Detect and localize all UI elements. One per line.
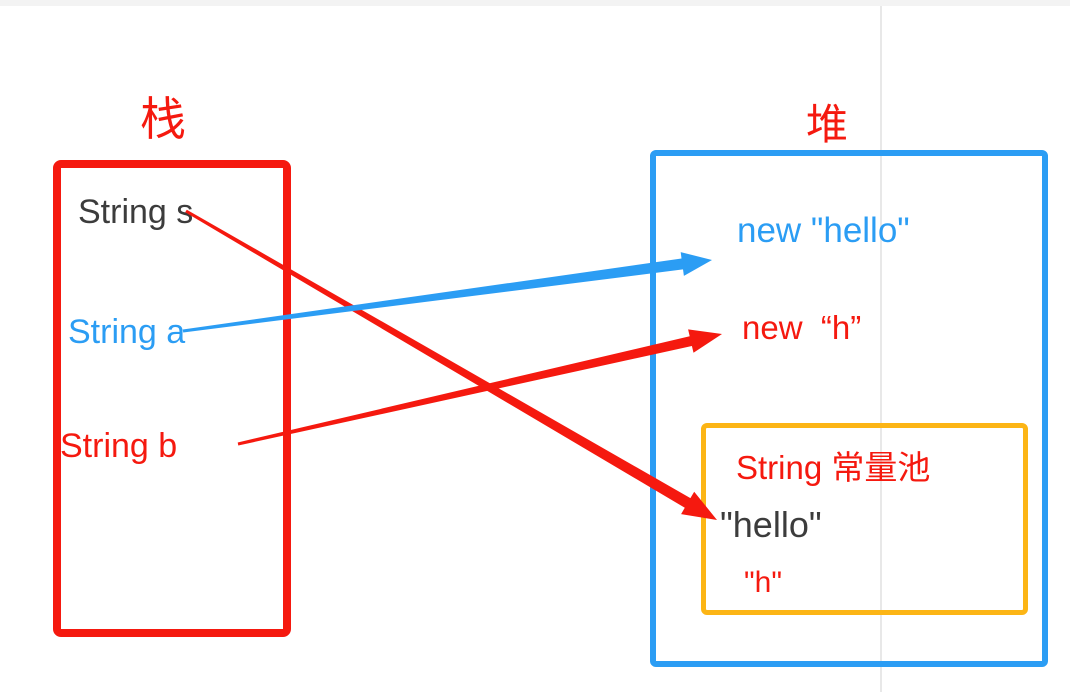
stack-title: 栈 — [140, 93, 186, 145]
heap-object-new-h: new “h” — [742, 309, 862, 346]
pool-literal-hello: "hello" — [720, 504, 822, 545]
stack-variable-string-s: String s — [78, 193, 194, 231]
pool-literal-h: "h" — [744, 566, 782, 599]
heap-object-new-hello: new "hello" — [737, 211, 910, 250]
string-constant-pool-title: String 常量池 — [736, 449, 931, 486]
stack-variable-string-a: String a — [68, 313, 186, 351]
top-strip — [0, 0, 1070, 6]
page-divider-line — [880, 6, 882, 692]
heap-title: 堆 — [806, 101, 849, 148]
stack-variable-string-b: String b — [60, 427, 178, 465]
stack-box — [53, 160, 291, 637]
